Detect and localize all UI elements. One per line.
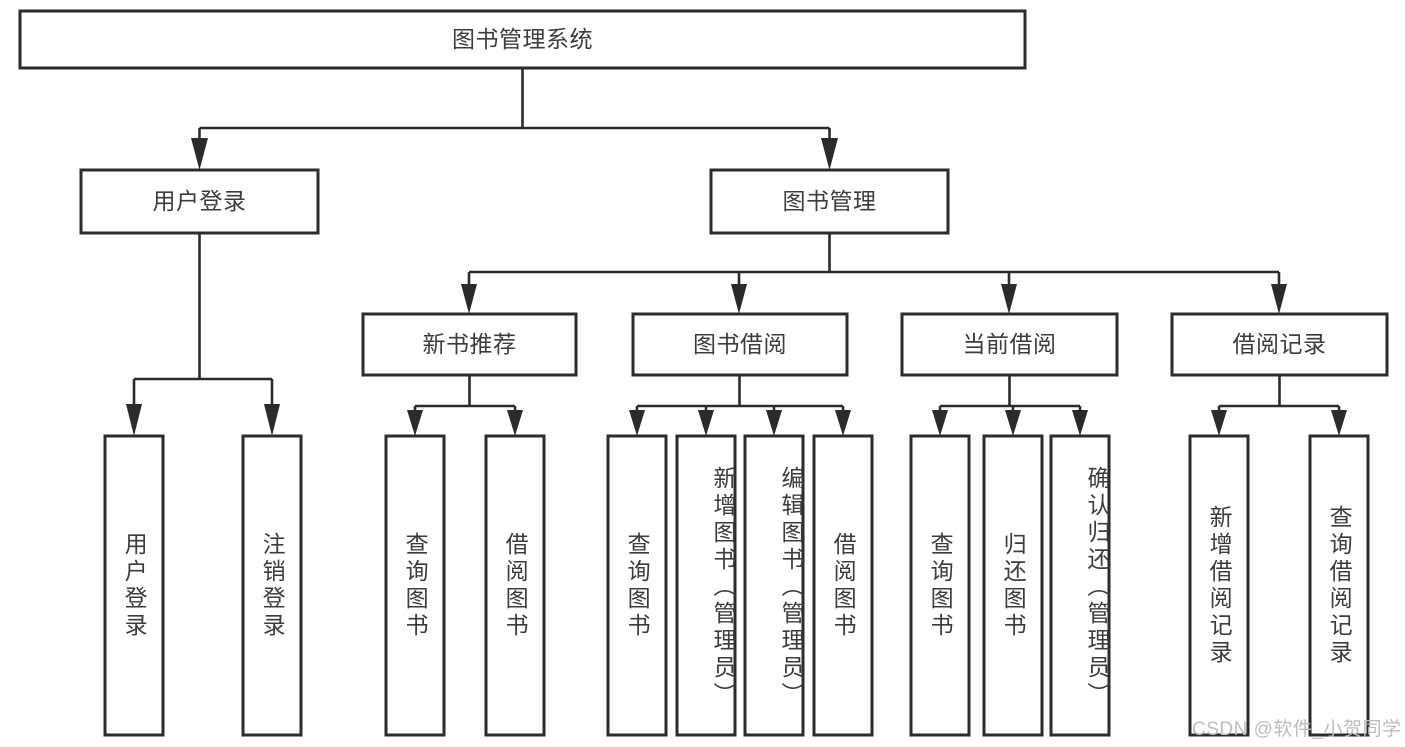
leaf-box-query-book-1[interactable] — [384, 434, 446, 737]
arrowhead-leaf-borrow-book-1 — [507, 410, 523, 436]
leaf-box-borrow-book-1[interactable] — [484, 434, 546, 737]
arrowhead-current-borrow — [1001, 284, 1017, 314]
arrowhead-leaf-add-borrow-record — [1211, 410, 1227, 436]
arrowhead-new-book-recommend — [461, 284, 477, 314]
leaf-box-add-borrow-record[interactable] — [1188, 434, 1250, 737]
leaf-box-confirm-return-admin[interactable] — [1049, 434, 1111, 737]
arrowhead-leaf-borrow-book-2 — [835, 410, 851, 436]
node-box-user-login[interactable] — [79, 168, 320, 235]
arrowhead-leaf-query-borrow-record — [1331, 410, 1347, 436]
arrowhead-borrow-records — [1271, 284, 1287, 314]
arrowhead-leaf-confirm-return — [1072, 410, 1088, 436]
arrowhead-leaf-logout — [264, 404, 280, 436]
leaf-box-add-book-admin[interactable] — [675, 434, 737, 737]
arrowhead-user-login — [191, 138, 208, 170]
arrowhead-leaf-return-book — [1005, 410, 1021, 436]
leaf-box-query-book-3[interactable] — [909, 434, 971, 737]
arrowhead-leaf-edit-book-admin — [766, 410, 782, 436]
leaf-box-query-book-2[interactable] — [606, 434, 668, 737]
node-box-current-borrow[interactable] — [900, 312, 1119, 377]
arrowhead-leaf-add-book-admin — [698, 410, 714, 436]
node-box-borrow-records[interactable] — [1170, 312, 1389, 377]
arrowhead-leaf-query-book-1 — [407, 410, 423, 436]
node-box-book-borrow[interactable] — [631, 312, 849, 377]
leaf-box-query-borrow-record[interactable] — [1308, 434, 1370, 737]
leaf-box-edit-book-admin[interactable] — [743, 434, 805, 737]
leaf-box-user-login[interactable] — [103, 434, 165, 737]
leaf-box-logout[interactable] — [241, 434, 303, 737]
leaf-box-borrow-book-2[interactable] — [812, 434, 874, 737]
leaf-box-return-book[interactable] — [982, 434, 1044, 737]
arrowhead-book-borrow — [731, 284, 747, 314]
arrowhead-leaf-user-login — [126, 404, 142, 436]
arrowhead-leaf-query-book-2 — [629, 410, 645, 436]
arrowhead-leaf-query-book-3 — [932, 410, 948, 436]
node-box-book-management[interactable] — [709, 168, 950, 235]
node-box-root[interactable] — [18, 9, 1027, 70]
node-box-new-book-recommend[interactable] — [361, 312, 578, 377]
arrowhead-book-management — [821, 138, 838, 170]
